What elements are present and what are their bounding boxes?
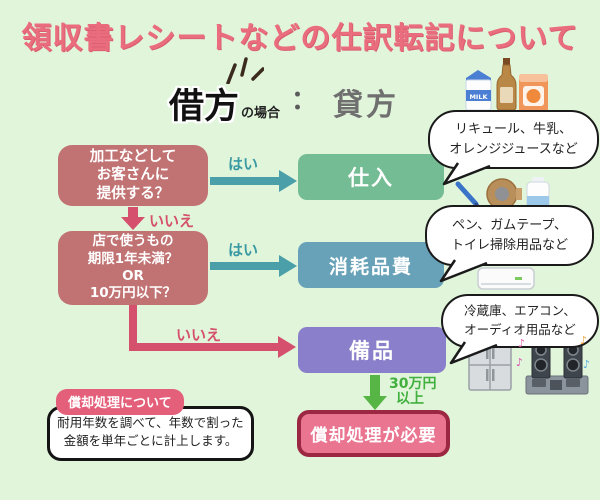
musical-note-icon: ♪: [580, 334, 588, 347]
threshold-line-2: 以上: [396, 391, 424, 408]
question-line: 加工などして: [89, 148, 177, 165]
note-line: 金額を単年ごとに計上します。: [63, 433, 238, 449]
result-box-depreciation-required: 償却処理が必要: [297, 410, 450, 457]
bubble-line: オーディオ用品など: [464, 322, 576, 337]
arrow-over-threshold: [363, 375, 387, 410]
musical-note-icon: ♪: [583, 358, 591, 371]
milk-icon: MILK: [465, 70, 492, 111]
gum-tape-icon: [486, 178, 522, 210]
liquor-bottle-icon: [496, 58, 517, 111]
question-box-provide-to-customers: 加工などして お客さんに 提供する？: [58, 145, 208, 206]
debit-suffix: の場合: [241, 106, 281, 121]
threshold-line-1: 30万円: [389, 376, 437, 392]
question-line: 店で使うもの: [92, 233, 174, 250]
question-line: 提供する？: [96, 185, 170, 202]
bubble-tail: [442, 162, 491, 186]
note-line: 耐用年数を調べて、年数で割った: [57, 414, 244, 430]
bubble-tail: [449, 341, 498, 365]
edge-label-no-2: いいえ: [176, 326, 222, 344]
bubble-line: オレンジジュースなど: [449, 141, 578, 157]
orange-juice-icon: [519, 74, 548, 112]
result-box-equipment: 備品: [298, 327, 446, 373]
air-conditioner-icon: [477, 267, 535, 290]
depreciation-note-tag: 償却処理について: [56, 389, 184, 415]
audio-speakers-icon: [525, 339, 589, 395]
question-line: OR: [122, 268, 144, 284]
speech-bubble-purchases-examples: リキュール、牛乳、 オレンジジュースなど: [428, 110, 599, 186]
emphasis-marks-icon: [226, 57, 264, 84]
musical-note-icon: ♪: [518, 337, 526, 350]
arrow-yes-to-supplies: [210, 255, 297, 277]
edge-label-yes-1: はい: [228, 155, 259, 173]
edge-label-yes-2: はい: [228, 241, 259, 259]
credit-label: 貸方: [333, 88, 399, 123]
bubble-tail: [439, 259, 488, 283]
edge-label-threshold: 30万円 以上: [389, 376, 437, 408]
header-colon: ：: [291, 86, 318, 116]
bubble-line: リキュール、牛乳、: [454, 122, 572, 137]
speech-bubble-equipment-examples: 冷蔵庫、エアコン、 オーディオ用品など: [441, 294, 599, 365]
bubble-line: ペン、ガムテープ、: [451, 218, 568, 233]
arrow-no-to-equipment: [129, 305, 296, 358]
result-box-supplies-expense: 消耗品費: [298, 242, 444, 288]
bubble-line: 冷蔵庫、エアコン、: [464, 303, 576, 319]
result-box-purchases: 仕入: [298, 154, 444, 200]
musical-note-icon: ♪: [516, 356, 524, 369]
speech-bubble-supplies-examples: ペン、ガムテープ、 トイレ掃除用品など: [425, 205, 594, 283]
question-line: 10万円以下？: [89, 285, 177, 302]
question-line: お客さんに: [96, 167, 170, 184]
milk-label: MILK: [469, 93, 488, 101]
question-box-store-use: 店で使うもの 期限1年未満？ OR 10万円以下？: [58, 231, 208, 305]
arrow-yes-to-purchases: [210, 170, 297, 192]
bubble-line: トイレ掃除用品など: [450, 237, 568, 253]
edge-label-no-1: いいえ: [149, 212, 195, 230]
page-title: 領収書レシートなどの仕訳転記について: [21, 21, 579, 56]
debit-label: 借方: [169, 87, 240, 127]
question-line: 期限1年未満？: [87, 250, 179, 267]
arrow-no-down: [121, 207, 145, 230]
